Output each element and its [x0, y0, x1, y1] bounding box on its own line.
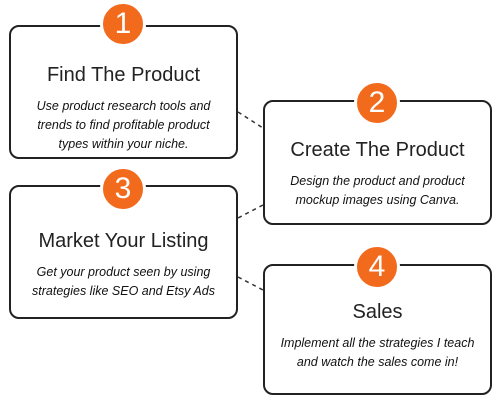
- connector-2-3: [237, 204, 264, 219]
- step-description: Implement all the strategies I teach and…: [280, 336, 475, 369]
- step-number-badge-3: 3: [100, 166, 146, 212]
- step-title: Create The Product: [290, 139, 465, 161]
- step-title: Find The Product: [46, 64, 201, 86]
- step-title: Sales: [352, 301, 403, 323]
- step-title: Market Your Listing: [38, 230, 209, 252]
- step-number-badge-4: 4: [354, 244, 400, 290]
- step-description: Design the product and product mockup im…: [290, 174, 465, 207]
- step-description: Use product research tools and trends to…: [36, 99, 211, 151]
- step-number-badge-2: 2: [354, 80, 400, 126]
- step-description: Get your product seen by using strategie…: [32, 265, 215, 298]
- connector-1-2: [237, 111, 264, 129]
- step-card-find-product: Find The Product Use product research to…: [9, 25, 238, 159]
- connector-3-4: [237, 276, 264, 291]
- step-number-badge-1: 1: [100, 1, 146, 47]
